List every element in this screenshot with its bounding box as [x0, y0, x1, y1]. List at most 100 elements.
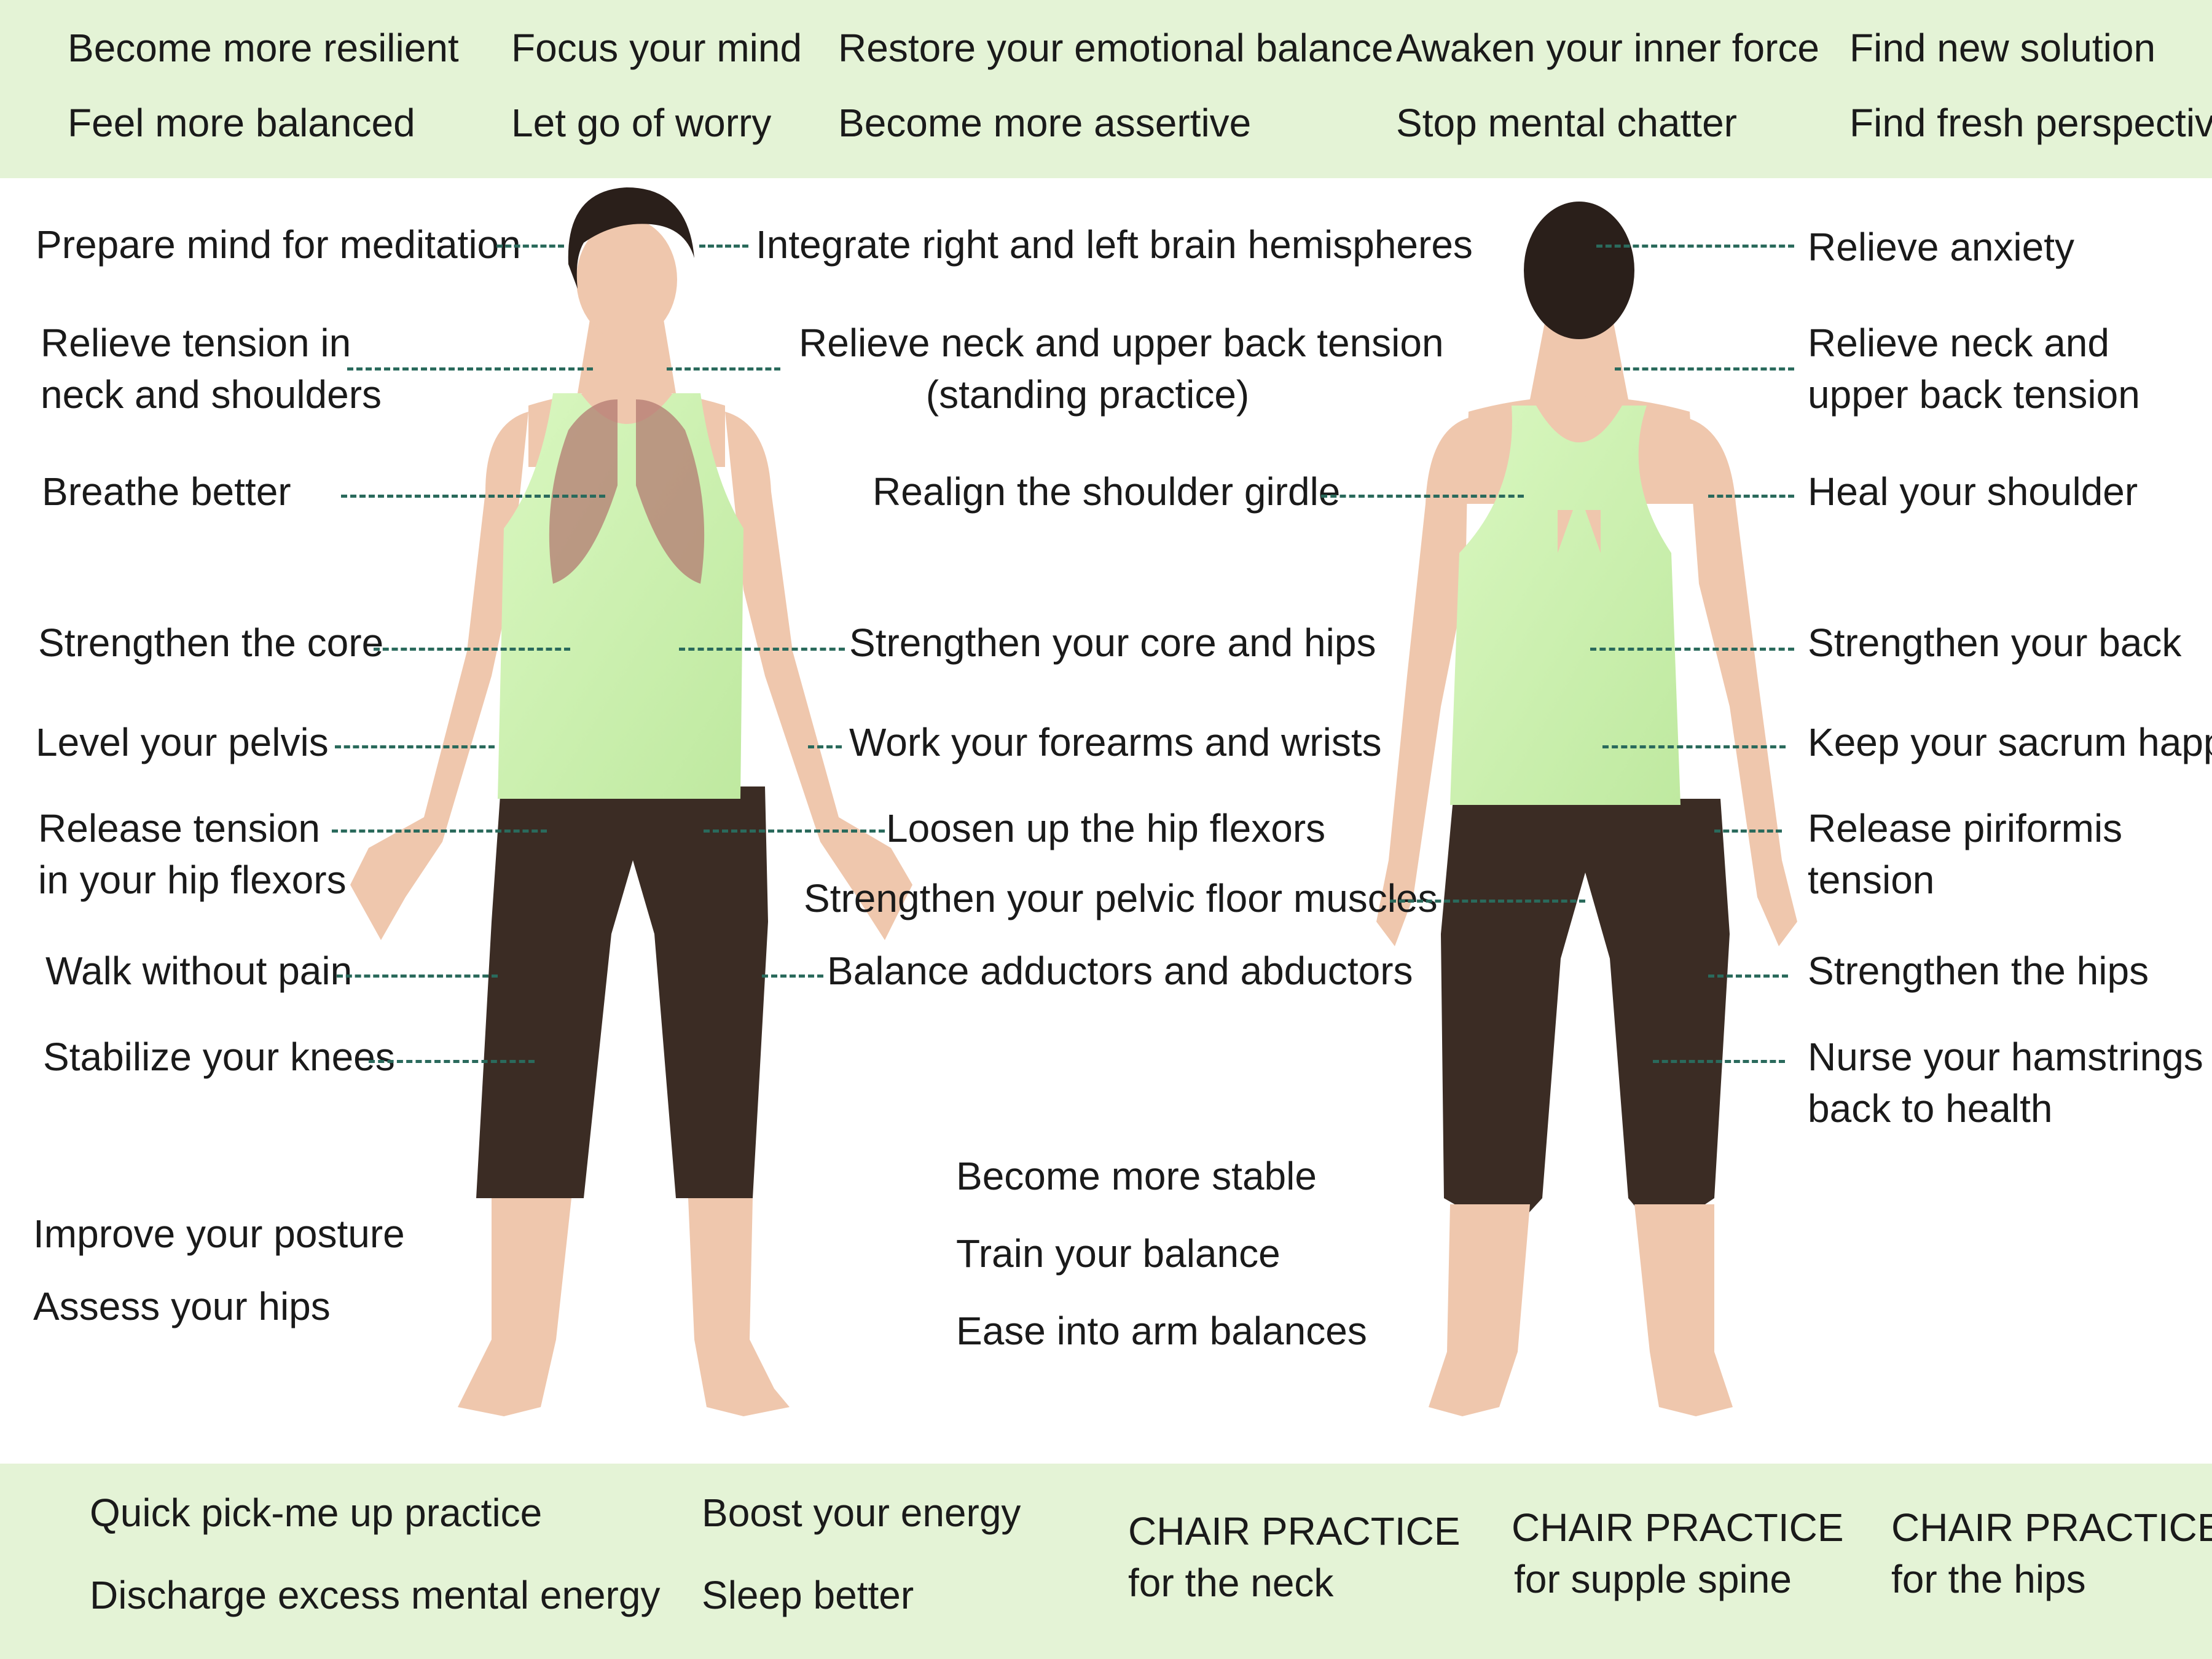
leader-line — [347, 367, 593, 371]
link-stabilize-your-knees[interactable]: Stabilize your knees — [43, 1035, 395, 1079]
top-link-group-4[interactable]: Awaken your inner force Stop mental chat… — [1396, 22, 1819, 149]
label-line: neck and shoulders — [41, 372, 382, 417]
back-right-arm — [1687, 418, 1797, 946]
leader-line — [699, 245, 748, 248]
leader-line — [1714, 830, 1782, 833]
link-ease-into-arm-balances[interactable]: Ease into arm balances — [956, 1309, 1367, 1353]
link-restore-emotional-balance[interactable]: Restore your emotional balance — [838, 26, 1394, 70]
leader-line — [704, 830, 885, 833]
link-focus-your-mind[interactable]: Focus your mind — [511, 26, 802, 70]
link-work-forearms-wrists[interactable]: Work your forearms and wrists — [849, 720, 1382, 764]
label-line: for supple spine — [1514, 1557, 1792, 1601]
leader-line — [1653, 1060, 1785, 1063]
top-link-group-3[interactable]: Restore your emotional balance Become mo… — [838, 22, 1394, 149]
link-integrate-brain-hemispheres[interactable]: Integrate right and left brain hemispher… — [756, 222, 1473, 267]
label-line: back to health — [1808, 1086, 2053, 1131]
link-become-more-stable[interactable]: Become more stable — [956, 1154, 1317, 1198]
top-links-band — [0, 0, 2212, 178]
back-tank-top — [1450, 406, 1681, 805]
leader-line — [369, 1060, 535, 1063]
link-chair-practice-hips[interactable]: CHAIR PRACTICE for the hips — [1891, 1502, 2212, 1605]
front-face — [576, 218, 677, 341]
label-line: Release piriformis — [1808, 806, 2123, 850]
leader-line — [1590, 648, 1794, 651]
label-line: upper back tension — [1808, 372, 2140, 417]
link-level-your-pelvis[interactable]: Level your pelvis — [36, 720, 329, 764]
label-line: tension — [1808, 858, 1935, 902]
link-stop-mental-chatter[interactable]: Stop mental chatter — [1396, 101, 1737, 145]
link-loosen-hip-flexors[interactable]: Loosen up the hip flexors — [886, 806, 1326, 850]
leader-line — [335, 745, 495, 748]
link-find-new-solution[interactable]: Find new solution — [1849, 26, 2156, 70]
link-become-more-assertive[interactable]: Become more assertive — [838, 101, 1252, 145]
link-assess-hips[interactable]: Assess your hips — [33, 1284, 331, 1328]
link-sleep-better[interactable]: Sleep better — [702, 1573, 914, 1617]
back-left-arm — [1376, 418, 1469, 946]
top-link-group-2[interactable]: Focus your mind Let go of worry — [511, 22, 802, 149]
link-relieve-tension-neck-shoulders[interactable]: Relieve tension in neck and shoulders — [41, 317, 382, 420]
link-release-tension-hip-flexors[interactable]: Release tension in your hip flexors — [38, 802, 347, 906]
top-link-group-5[interactable]: Find new solution Find fresh perspective — [1849, 22, 2212, 149]
leader-line — [1321, 495, 1524, 498]
link-awaken-inner-force[interactable]: Awaken your inner force — [1396, 26, 1819, 70]
link-boost-your-energy[interactable]: Boost your energy — [702, 1491, 1021, 1535]
link-strengthen-the-hips[interactable]: Strengthen the hips — [1808, 949, 2149, 993]
label-line: CHAIR PRACTICE — [1512, 1505, 1844, 1550]
link-balance-adductors-abductors[interactable]: Balance adductors and abductors — [827, 949, 1413, 993]
link-become-more-resilient[interactable]: Become more resilient — [68, 26, 459, 70]
link-let-go-of-worry[interactable]: Let go of worry — [511, 101, 772, 145]
balance-links[interactable]: Become more stable Train your balance Ea… — [956, 1150, 1367, 1357]
link-nurse-hamstrings[interactable]: Nurse your hamstrings back to health — [1808, 1031, 2203, 1134]
front-left-arm — [350, 412, 528, 940]
leader-line — [808, 745, 842, 748]
link-strengthen-your-back[interactable]: Strengthen your back — [1808, 621, 2182, 665]
leader-line — [667, 367, 780, 371]
link-release-piriformis[interactable]: Release piriformis tension — [1808, 802, 2122, 906]
leader-line — [1390, 900, 1585, 903]
bottom-link-group-1[interactable]: Quick pick-me up practice Discharge exce… — [90, 1487, 660, 1621]
top-link-group-1[interactable]: Become more resilient Feel more balanced — [68, 22, 459, 149]
link-chair-practice-neck[interactable]: CHAIR PRACTICE for the neck — [1128, 1505, 1461, 1609]
link-realign-shoulder-girdle[interactable]: Realign the shoulder girdle — [873, 469, 1341, 514]
bottom-links-band — [0, 1464, 2212, 1659]
label-line: Relieve neck and upper back tension — [799, 321, 1444, 365]
link-discharge-mental-energy[interactable]: Discharge excess mental energy — [90, 1573, 661, 1617]
back-head — [1524, 202, 1634, 339]
racerback-cutout — [1558, 510, 1601, 553]
link-find-fresh-perspective[interactable]: Find fresh perspective — [1849, 101, 2212, 145]
link-train-your-balance[interactable]: Train your balance — [956, 1231, 1281, 1276]
link-feel-more-balanced[interactable]: Feel more balanced — [68, 101, 415, 145]
bottom-link-group-2[interactable]: Boost your energy Sleep better — [702, 1487, 1021, 1621]
link-breathe-better[interactable]: Breathe better — [42, 469, 291, 514]
link-prepare-mind-for-meditation[interactable]: Prepare mind for meditation — [36, 222, 521, 267]
link-quick-pick-me-up[interactable]: Quick pick-me up practice — [90, 1491, 543, 1535]
label-line: Nurse your hamstrings — [1808, 1035, 2203, 1079]
back-neck — [1530, 320, 1628, 399]
leader-line — [332, 830, 547, 833]
back-left-foot — [1429, 1204, 1530, 1416]
back-right-foot — [1634, 1204, 1733, 1416]
link-relieve-anxiety[interactable]: Relieve anxiety — [1808, 225, 2074, 269]
link-strengthen-pelvic-floor[interactable]: Strengthen your pelvic floor muscles — [804, 876, 1438, 920]
leader-line — [374, 648, 570, 651]
link-walk-without-pain[interactable]: Walk without pain — [45, 949, 353, 993]
link-relieve-neck-upper-back-standing[interactable]: Relieve neck and upper back tension (sta… — [799, 317, 1444, 420]
link-improve-posture[interactable]: Improve your posture — [33, 1212, 405, 1256]
label-line: Relieve neck and — [1808, 321, 2109, 365]
link-relieve-neck-upper-back[interactable]: Relieve neck and upper back tension — [1808, 317, 2140, 420]
link-chair-practice-spine[interactable]: CHAIR PRACTICE for supple spine — [1512, 1502, 1844, 1605]
leader-line — [1708, 495, 1794, 498]
link-strengthen-core-and-hips[interactable]: Strengthen your core and hips — [849, 621, 1376, 665]
link-strengthen-the-core[interactable]: Strengthen the core — [38, 621, 384, 665]
posture-links[interactable]: Improve your posture Assess your hips — [33, 1208, 405, 1332]
back-pants — [1441, 799, 1730, 1235]
front-right-arm — [725, 412, 912, 940]
leader-line — [762, 975, 823, 978]
leader-line — [1602, 745, 1786, 748]
leader-line — [1615, 367, 1794, 371]
leader-line — [496, 245, 564, 248]
link-heal-your-shoulder[interactable]: Heal your shoulder — [1808, 469, 2138, 514]
label-line: Release tension — [38, 806, 320, 850]
link-keep-sacrum-happy[interactable]: Keep your sacrum happy — [1808, 720, 2212, 764]
